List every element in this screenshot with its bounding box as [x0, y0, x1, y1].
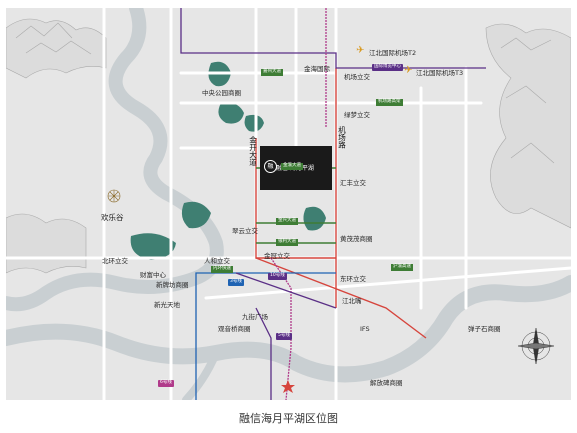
- district-cuiyun: 翠云立交: [232, 227, 258, 235]
- red-roads: [255, 68, 427, 339]
- map-caption: 融信海月平湖区位图: [239, 412, 338, 425]
- district-caifu: 财富中心: [140, 271, 166, 279]
- road-jichang-gaojia: 机场路高架: [376, 99, 403, 106]
- district-jiulong: 九街广场: [242, 313, 268, 321]
- district-dongshi: 东环立交: [340, 275, 366, 283]
- airport-t3-label: 江北国际机场T3: [416, 69, 464, 77]
- project-star: [281, 380, 295, 393]
- airplane-icon: ✈: [356, 45, 365, 56]
- logo-mark-icon: 融: [264, 160, 277, 173]
- road-neihuan: 内环快速: [211, 266, 233, 273]
- road-huyu-gaosu: 沪渝高速: [391, 264, 413, 271]
- metro-line10-tag: 10号线: [268, 273, 287, 280]
- district-renhe: 人和立交: [204, 257, 230, 265]
- metro-line3-tag: 3号线: [228, 279, 244, 286]
- mountain-right: [485, 23, 571, 229]
- ferris-wheel-icon: [107, 189, 121, 203]
- district-danzishi: 弹子石商圈: [468, 325, 501, 333]
- district-jinhai: 金海国际: [304, 65, 330, 73]
- road-jinyu-dadao: 金渝大道: [281, 163, 303, 170]
- airplane-icon: ✈: [404, 65, 413, 76]
- district-xinguang: 新光天地: [154, 301, 180, 309]
- district-huangmao: 黄茂茂商圈: [340, 235, 373, 243]
- mountain-left: [6, 18, 107, 274]
- district-huanle: 欢乐谷: [101, 213, 124, 222]
- district-lvmeng: 绿梦立交: [344, 111, 370, 119]
- parks: [130, 61, 326, 260]
- map-panel[interactable]: 融 融信·海月平湖 ✈ 江北国际机场T2 ✈ 江北国际机场T3 机场路 金开大道…: [6, 8, 571, 400]
- district-xinpaifang: 新牌坊商圈: [156, 281, 189, 289]
- river: [6, 8, 571, 400]
- district-jiefangbei: 解放碑商圈: [370, 379, 403, 387]
- district-jichang-lk: 机场立交: [344, 73, 370, 81]
- metro-airport-tag: 国际博览中心: [372, 64, 403, 71]
- metro-line5-tag: 5号线: [276, 333, 292, 340]
- compass-icon: [517, 327, 555, 365]
- district-zhongyang: 中央公园商圈: [202, 89, 241, 97]
- road-jinkai-dadao: 金开大道: [248, 136, 258, 166]
- road-jichang-lu: 机场路: [337, 126, 347, 149]
- metro-line6-tag: 6号线: [158, 380, 174, 387]
- district-huifeng: 汇丰立交: [340, 179, 366, 187]
- road-yinli: 银利大道: [276, 239, 298, 246]
- district-ifs: IFS: [360, 325, 370, 333]
- road-gaolai: 嘉州大道: [261, 69, 283, 76]
- map-canvas[interactable]: [6, 8, 571, 400]
- district-jinguan: 金冠立交: [264, 252, 290, 260]
- airport-t2-label: 江北国际机场T2: [369, 49, 417, 57]
- district-guanyinqiao: 观音桥商圈: [218, 325, 251, 333]
- district-jiangbeizui: 江北嘴: [342, 297, 362, 305]
- district-beihuan: 北环立交: [102, 257, 128, 265]
- road-jinxing-dadao: 金兴大道: [276, 218, 298, 225]
